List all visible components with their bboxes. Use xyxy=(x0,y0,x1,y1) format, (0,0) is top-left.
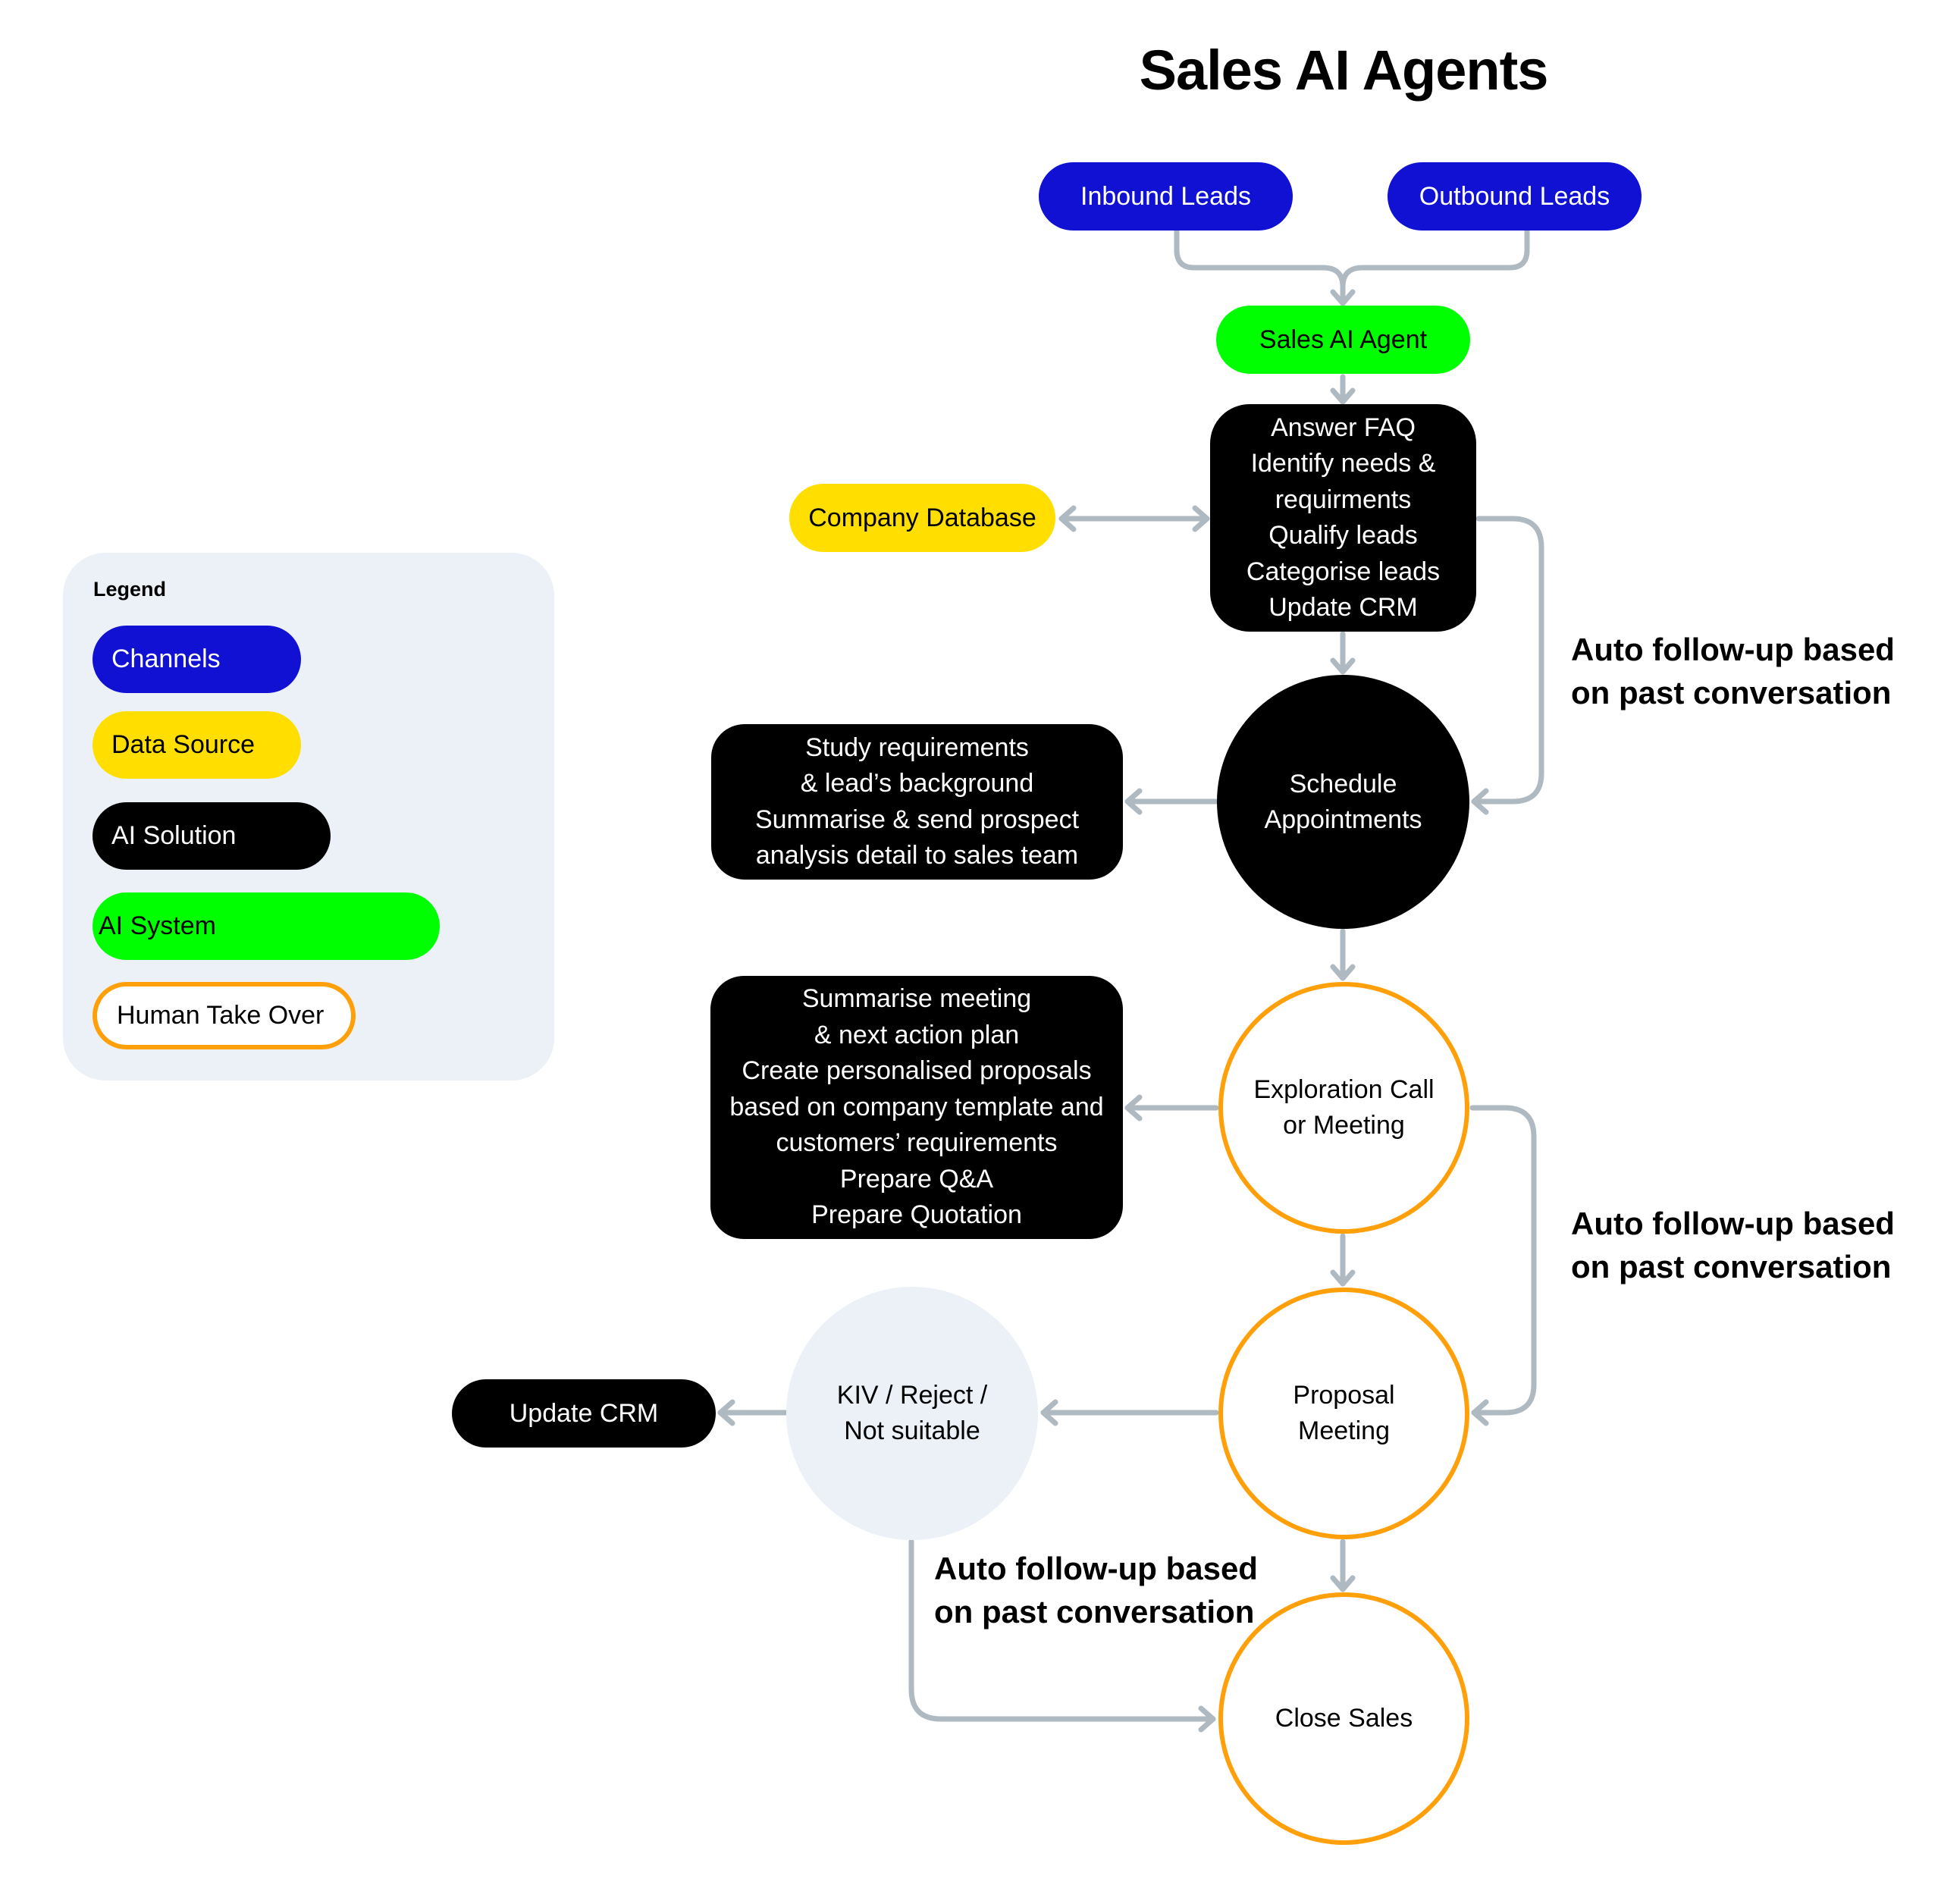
meeting-task: Prepare Quotation xyxy=(811,1200,1022,1230)
meeting-task: Create personalised proposals xyxy=(742,1056,1092,1086)
arrowhead xyxy=(1040,1399,1058,1426)
meeting-task: Prepare Q&A xyxy=(839,1164,994,1194)
connector-followup-2 xyxy=(1469,1105,1537,1416)
agent-task: Categorise leads xyxy=(1246,557,1441,586)
arrowhead xyxy=(1471,788,1489,815)
legend-item-ai-system: AI System xyxy=(93,892,440,960)
node-label: Not suitable xyxy=(844,1416,980,1445)
note-line: Auto follow-up based xyxy=(1571,632,1895,667)
node-label: Schedule xyxy=(1289,769,1397,798)
study-task: Summarise & send prospect xyxy=(754,805,1080,834)
legend-item-channels: Channels xyxy=(93,626,301,693)
arrowhead xyxy=(1330,1575,1356,1592)
study-task: Study requirements xyxy=(805,732,1029,762)
node-label: KIV / Reject / xyxy=(836,1381,988,1410)
exploration-call-node: Exploration Call or Meeting xyxy=(1218,982,1469,1234)
agent-task: Qualify leads xyxy=(1268,521,1418,550)
study-task: analysis detail to sales team xyxy=(755,841,1079,870)
arrowhead xyxy=(1124,1094,1143,1121)
legend-item-data-source: Data Source xyxy=(93,711,301,779)
meeting-task: Summarise meeting xyxy=(801,984,1032,1014)
note-line: on past conversation xyxy=(934,1594,1255,1630)
arrowhead xyxy=(1471,1399,1489,1426)
followup-note-2: Auto follow-up based on past conversatio… xyxy=(1571,1202,1895,1288)
meeting-task: & next action plan xyxy=(814,1020,1020,1049)
meeting-tasks-node: Summarise meeting & next action plan Cre… xyxy=(710,976,1123,1239)
node-label: or Meeting xyxy=(1283,1111,1405,1140)
legend-title: Legend xyxy=(93,578,167,601)
meeting-task: customers’ requirements xyxy=(776,1128,1058,1158)
company-database-node: Company Database xyxy=(789,484,1055,552)
arrowhead xyxy=(1330,387,1356,405)
followup-note-3: Auto follow-up based on past conversatio… xyxy=(934,1547,1258,1633)
agent-task: Update CRM xyxy=(1268,593,1418,622)
arrowhead xyxy=(1330,964,1356,981)
sales-ai-agent-node: Sales AI Agent xyxy=(1216,306,1470,374)
legend-item-ai-solution: AI Solution xyxy=(93,802,331,870)
connector-followup-3 xyxy=(908,1539,1216,1722)
arrowhead xyxy=(1330,1269,1356,1287)
agent-task: requirments xyxy=(1275,485,1412,514)
arrowhead xyxy=(717,1399,735,1426)
arrowhead xyxy=(1192,505,1210,532)
note-line: on past conversation xyxy=(1571,1249,1892,1284)
node-label: Meeting xyxy=(1298,1416,1390,1445)
legend-item-human-take-over: Human Take Over xyxy=(93,982,356,1049)
study-task: & lead’s background xyxy=(800,769,1034,798)
note-line: Auto follow-up based xyxy=(1571,1206,1895,1241)
agent-task: Answer FAQ xyxy=(1271,412,1416,442)
connector-outbound-to-agent xyxy=(1340,228,1530,290)
update-crm-node: Update CRM xyxy=(452,1379,716,1448)
connector-followup-1 xyxy=(1471,516,1544,805)
node-label: Exploration Call xyxy=(1253,1075,1435,1104)
arrowhead xyxy=(1330,289,1356,306)
arrowhead xyxy=(1058,505,1077,532)
schedule-appointments-node: Schedule Appointments xyxy=(1217,675,1469,929)
meeting-task: based on company template and xyxy=(729,1092,1104,1121)
proposal-meeting-node: Proposal Meeting xyxy=(1218,1288,1469,1539)
followup-note-1: Auto follow-up based on past conversatio… xyxy=(1571,628,1895,714)
connector-inbound-to-agent xyxy=(1174,228,1346,306)
node-label: Appointments xyxy=(1264,805,1422,834)
kiv-reject-node: KIV / Reject / Not suitable xyxy=(786,1287,1038,1540)
agent-task: Identify needs & xyxy=(1250,449,1436,478)
arrowhead xyxy=(1124,788,1143,815)
note-line: Auto follow-up based xyxy=(934,1551,1258,1586)
note-line: on past conversation xyxy=(1571,675,1892,710)
inbound-leads-node: Inbound Leads xyxy=(1039,162,1293,231)
arrowhead xyxy=(1198,1705,1216,1733)
close-sales-node: Close Sales xyxy=(1218,1592,1469,1845)
diagram-title: Sales AI Agents xyxy=(1139,39,1549,102)
agent-tasks-node: Answer FAQ Identify needs & requirments … xyxy=(1210,404,1476,632)
study-tasks-node: Study requirements & lead’s background S… xyxy=(711,724,1123,880)
arrowhead xyxy=(1330,657,1356,675)
node-label: Proposal xyxy=(1293,1381,1395,1410)
outbound-leads-node: Outbound Leads xyxy=(1388,162,1642,231)
